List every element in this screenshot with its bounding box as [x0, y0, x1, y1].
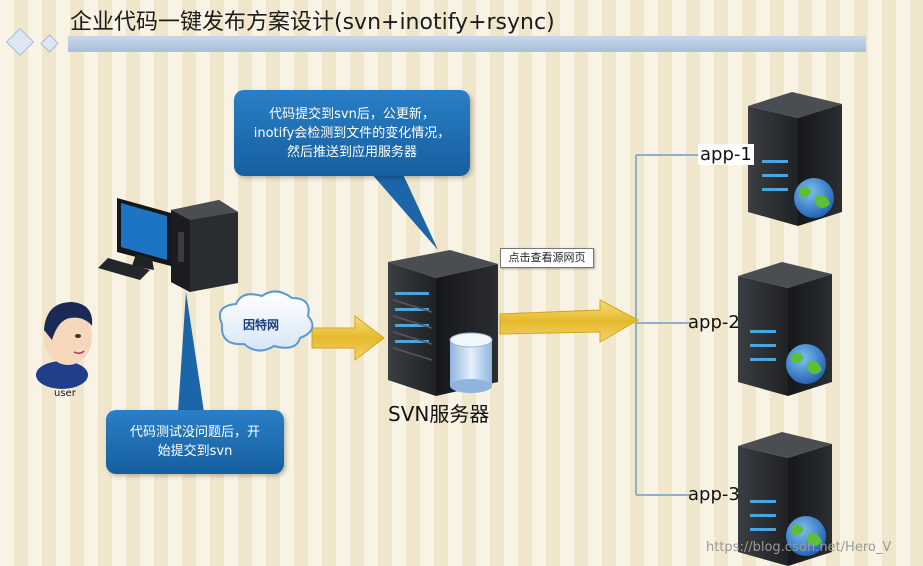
callout-top-line-1: 代码提交到svn后，公更新， [269, 106, 435, 122]
callout-top: 代码提交到svn后，公更新， inotify会检测到文件的变化情况， 然后推送到… [234, 90, 470, 176]
callout-top-line-3: 然后推送到应用服务器 [286, 144, 417, 160]
user-avatar [36, 302, 93, 389]
arrow-internet-to-svn [311, 314, 385, 362]
view-source-tooltip[interactable]: 点击查看源网页 [500, 248, 594, 268]
callout-bottom-tail [178, 292, 204, 412]
internet-label: 因特网 [243, 318, 280, 332]
internet-cloud [218, 290, 314, 352]
app-server-icon-3 [738, 432, 832, 566]
callout-bottom-line-2: 始提交到svn [157, 444, 233, 459]
callout-bottom: 代码测试没问题后，开 始提交到svn [106, 410, 284, 474]
app-server-label-1: app-1 [698, 144, 754, 165]
app-server-icon-2 [738, 262, 832, 396]
user-label: user [54, 388, 76, 399]
callout-top-line-2: inotify会检测到文件的变化情况， [253, 125, 451, 141]
database-icon [449, 332, 493, 393]
app-server-label-3: app-3 [688, 484, 740, 505]
app-server-icon-1 [748, 92, 842, 226]
svn-server-label: SVN服务器 [388, 402, 490, 426]
app-connectors [635, 154, 700, 496]
callout-bottom-line-1: 代码测试没问题后，开 [129, 425, 260, 440]
workstation [98, 198, 238, 292]
app-server-label-2: app-2 [688, 312, 740, 333]
page-title: 企业代码一键发布方案设计(svn+inotify+rsync) [70, 10, 555, 35]
callout-top-tail [370, 172, 438, 250]
watermark: https://blog.csdn.net/Hero_V [706, 540, 892, 555]
arrow-svn-to-apps [499, 299, 640, 343]
title-bar [68, 36, 866, 52]
